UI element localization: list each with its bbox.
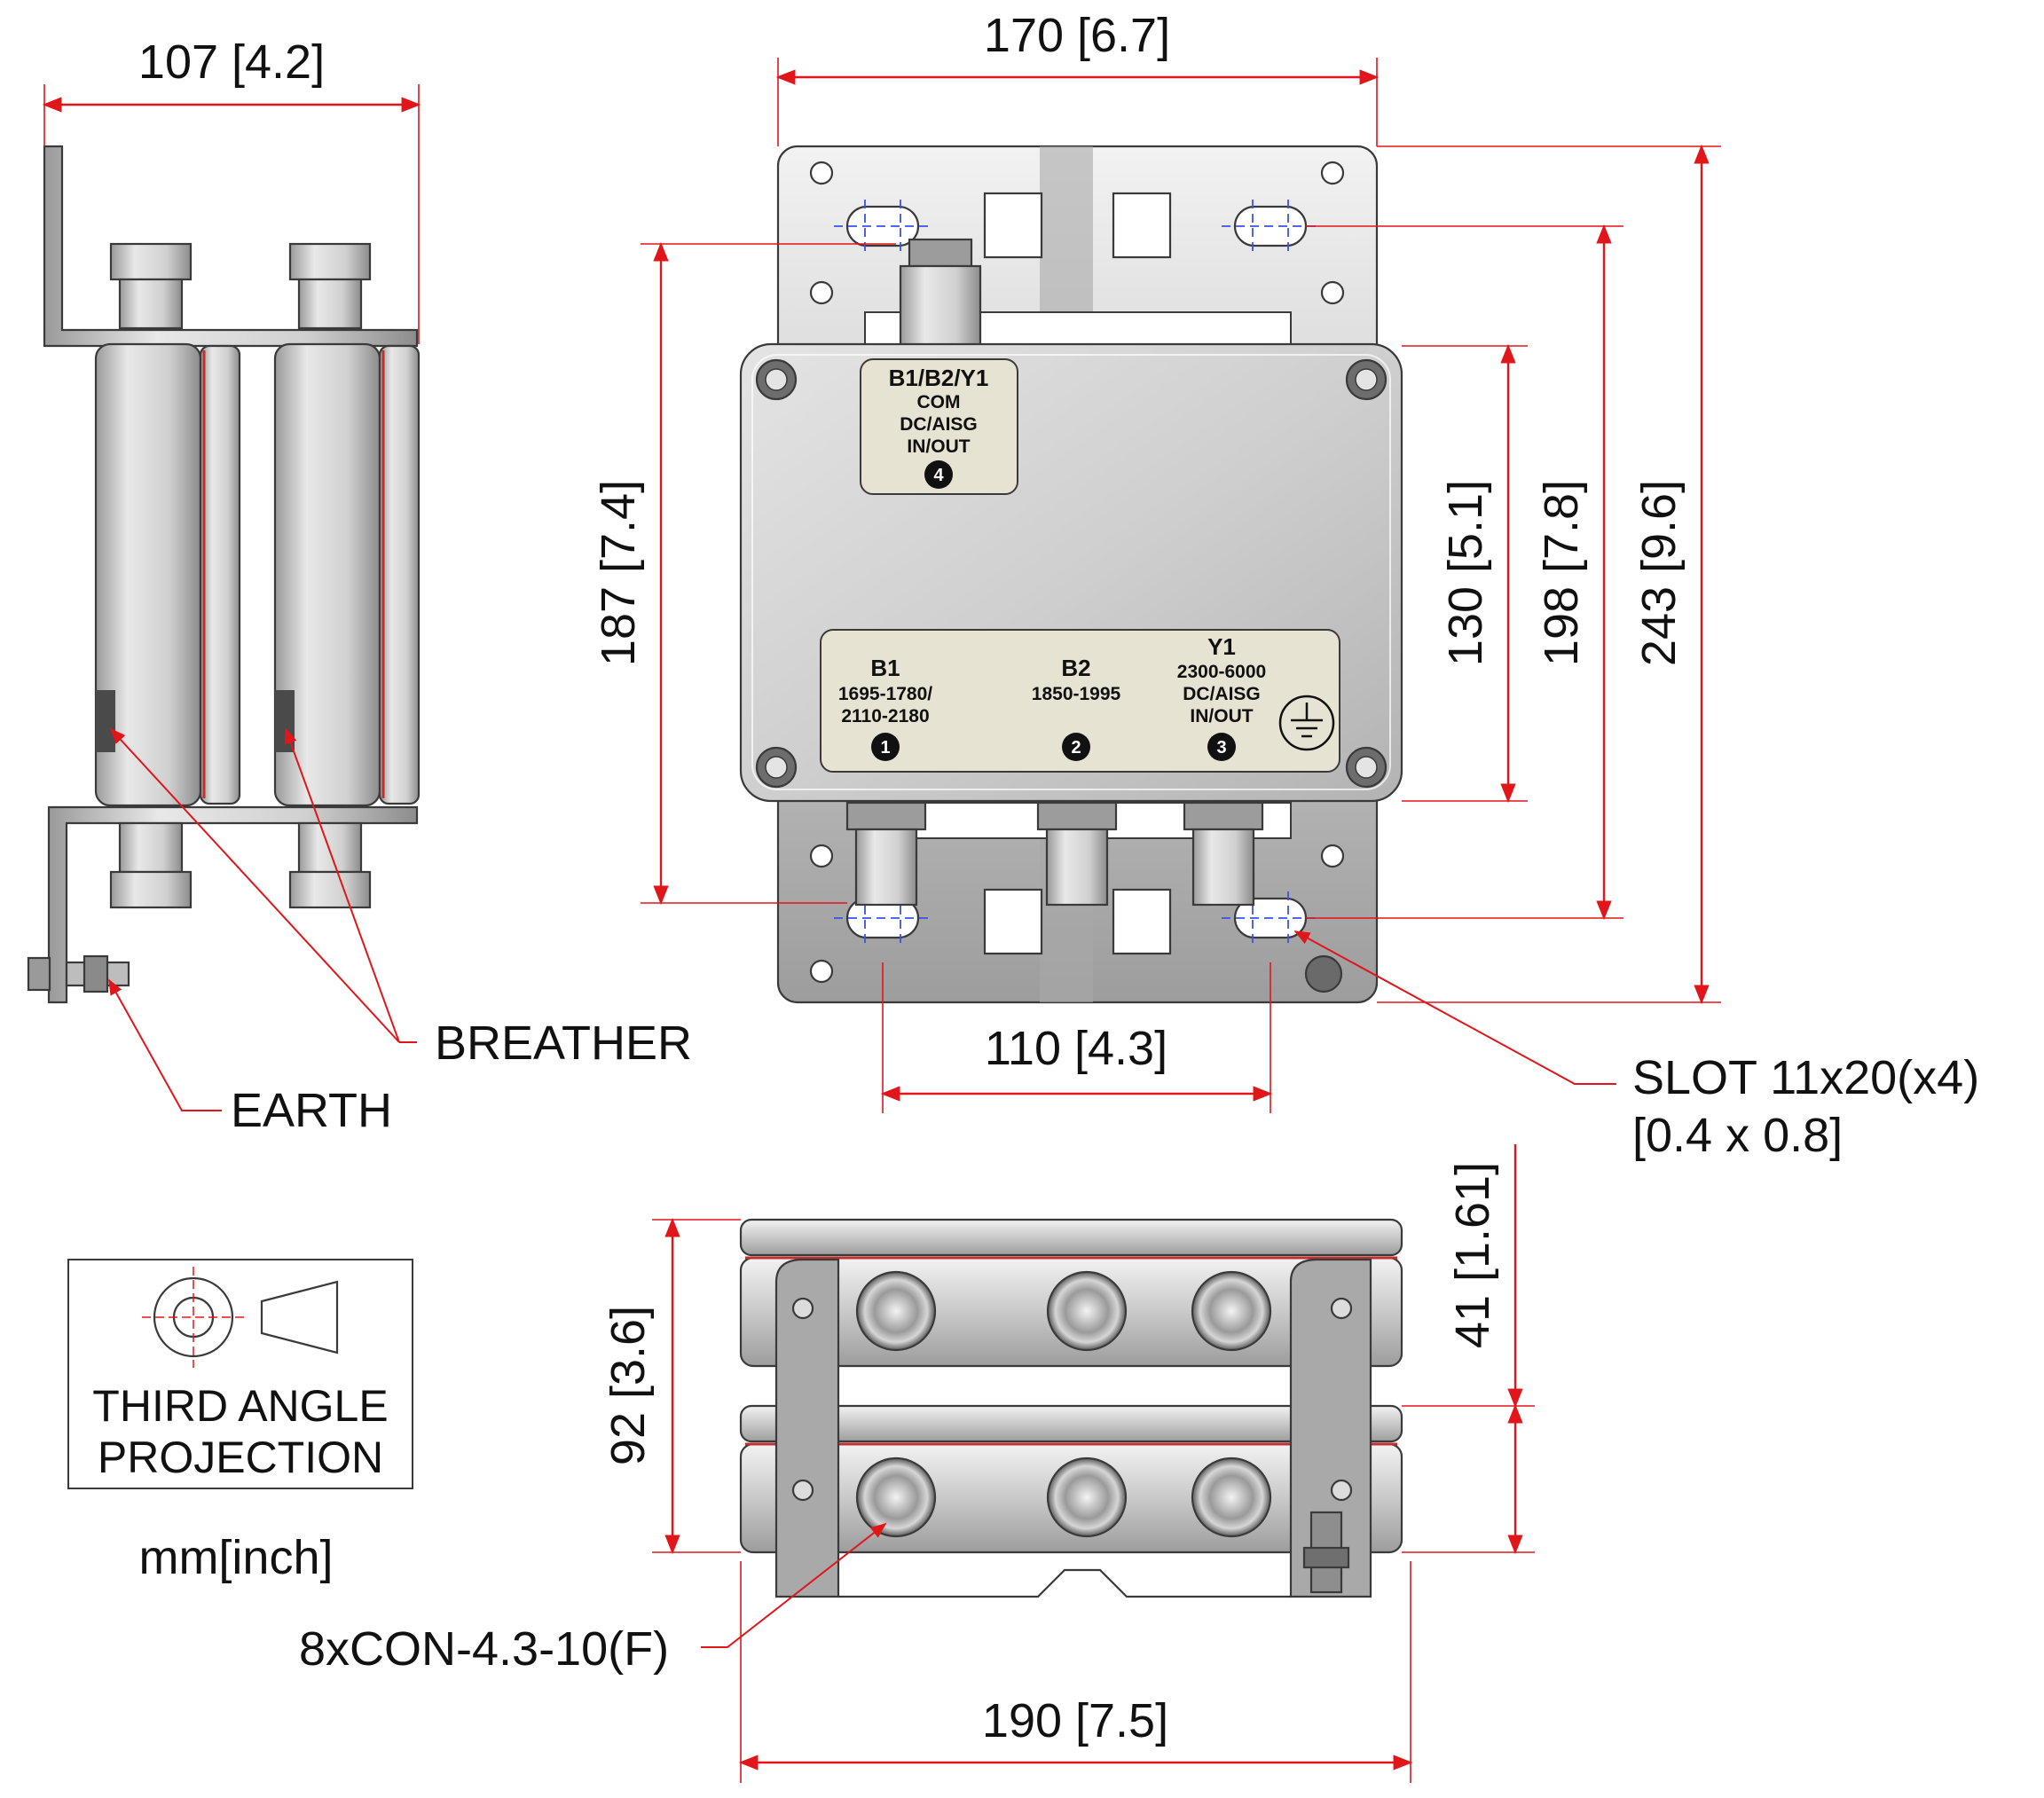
bottom-housing-lid-top [739, 1218, 1403, 1257]
port-badge-1: 1 [880, 738, 890, 758]
units-label: mm[inch] [138, 1531, 333, 1584]
side-housing-left-lid [199, 344, 241, 805]
port-range-b1-line2: 2110-2180 [841, 706, 929, 726]
port-badge-3: 3 [1216, 738, 1226, 758]
side-connector-top-right [288, 242, 372, 330]
dim-bottom-height: 92 [3.6] [601, 1306, 655, 1465]
bottom-connector [1046, 1270, 1128, 1352]
callout-connectors: 8xCON-4.3-10(F) [299, 1622, 669, 1676]
port-title-b2: B2 [1061, 655, 1090, 681]
port-range-y1: 2300-6000 [1177, 662, 1266, 682]
earth-ground-icon [1278, 695, 1335, 751]
side-housing-right-lid [378, 344, 421, 805]
housing-screw [1345, 746, 1388, 789]
top-label-title: B1/B2/Y1 [889, 365, 989, 391]
top-label-plate: B1/B2/Y1 COM DC/AISG IN/OUT 4 [860, 358, 1018, 495]
top-label-line1: COM [917, 392, 961, 412]
dim-front-width: 170 [6.7] [984, 9, 1170, 62]
bottom-earth-stud [1302, 1511, 1350, 1594]
callout-earth: EARTH [231, 1084, 392, 1137]
dim-bottom-width: 190 [7.5] [982, 1694, 1168, 1747]
housing-screw [755, 746, 798, 789]
top-label-line2: DC/AISG [900, 414, 978, 435]
front-view: B1/B2/Y1 COM DC/AISG IN/OUT 4 B1 1695-17… [739, 145, 1403, 1004]
front-connector-bottom-3 [1183, 801, 1264, 907]
side-view [27, 145, 421, 1004]
dimension-lines [42, 58, 1721, 1783]
side-connector-bottom-left [109, 821, 193, 909]
plate-window [1112, 192, 1172, 259]
side-connector-bottom-right [288, 821, 372, 909]
plate-window [983, 888, 1043, 955]
bottom-label-plate: B1 1695-1780/ 2110-2180 1 B2 1850-1995 2… [820, 629, 1340, 773]
port-y1-line3: IN/OUT [1190, 706, 1253, 726]
projection-line1: THIRD ANGLE [92, 1381, 388, 1431]
top-label-line3: IN/OUT [907, 436, 970, 457]
bottom-connector [1191, 1270, 1272, 1352]
port-title-b1: B1 [870, 655, 900, 681]
bottom-housing-lid-bottom [739, 1404, 1403, 1443]
bottom-connector [855, 1270, 937, 1352]
dim-single-unit-height: 41 [1.61] [1446, 1162, 1499, 1348]
breather-right [275, 690, 295, 752]
port-range-b2: 1850-1995 [1032, 684, 1121, 704]
bottom-view [739, 1218, 1403, 1598]
side-bottom-bracket [47, 805, 419, 1004]
bottom-connector [1046, 1456, 1128, 1538]
dim-overall-height: 243 [9.6] [1632, 480, 1686, 666]
callout-breather: BREATHER [435, 1017, 692, 1070]
plate-window [983, 192, 1043, 259]
front-connector-bottom-1 [845, 801, 927, 907]
side-connector-top-left [109, 242, 193, 330]
port-badge-2: 2 [1071, 738, 1081, 758]
projection-line2: PROJECTION [98, 1433, 383, 1482]
port-range-b1-line1: 1695-1780/ [838, 684, 932, 704]
dim-body-height: 130 [5.1] [1439, 480, 1492, 666]
callout-slot-line1: SLOT 11x20(x4) [1632, 1051, 1979, 1104]
leader-lines [108, 727, 1616, 1648]
breather-left [96, 690, 115, 752]
projection-symbol-box: THIRD ANGLE PROJECTION [67, 1259, 413, 1489]
dim-slot-horizontal-spacing: 110 [4.3] [985, 1022, 1167, 1075]
port-badge-4: 4 [933, 466, 944, 485]
dim-slot-vertical-spacing: 187 [7.4] [592, 480, 645, 666]
housing-screw [1345, 358, 1388, 401]
dim-plate-slot-height: 198 [7.8] [1535, 480, 1588, 666]
front-connector-bottom-2 [1036, 801, 1118, 907]
housing-screw [755, 358, 798, 401]
port-title-y1: Y1 [1207, 633, 1236, 660]
bottom-bracket [774, 1258, 840, 1598]
bottom-connector [855, 1456, 937, 1538]
front-connector-top [899, 238, 982, 348]
callout-slot-line2: [0.4 x 0.8] [1632, 1109, 1843, 1162]
bottom-connector [1191, 1456, 1272, 1538]
side-top-bracket [43, 145, 419, 348]
plate-window [1112, 888, 1172, 955]
dim-side-width: 107 [4.2] [138, 35, 325, 89]
port-y1-line2: DC/AISG [1183, 684, 1261, 704]
earth-stud [27, 954, 130, 993]
